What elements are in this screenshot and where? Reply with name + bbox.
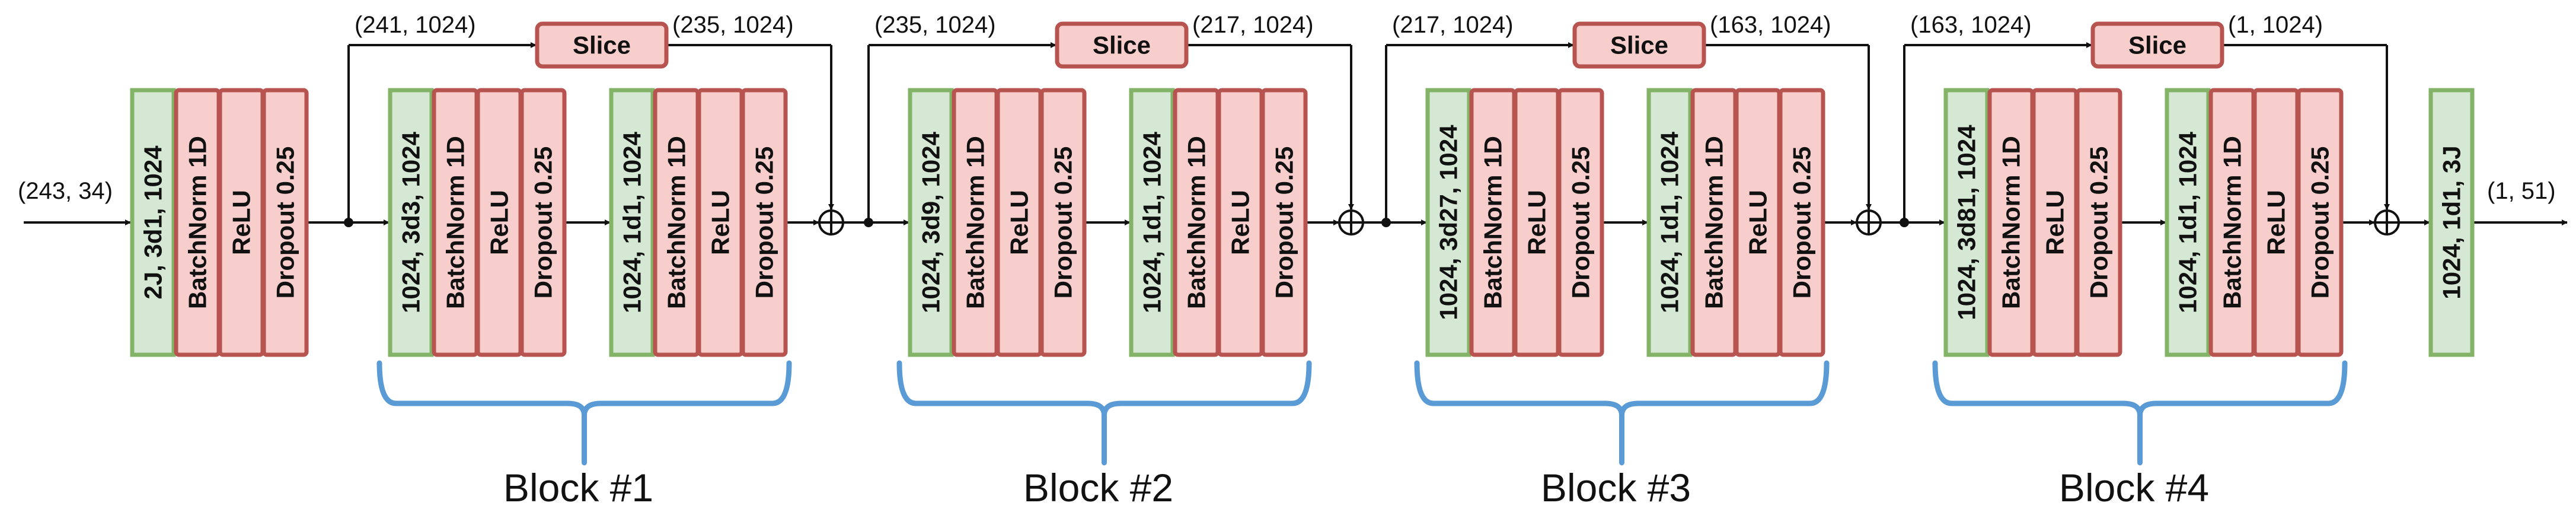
- block3-group2-op-label-1: ReLU: [1744, 190, 1772, 255]
- block4-bracket: [1932, 360, 2348, 466]
- block1-slice-in-shape: (241, 1024): [355, 12, 476, 38]
- block4-group1-conv-label: 1024, 3d81, 1024: [1953, 125, 1981, 320]
- output-shape-label: (1, 51): [2487, 178, 2556, 204]
- block2-group1-conv-box: [908, 88, 954, 357]
- block4-group1-op-label-2: Dropout 0.25: [2085, 147, 2113, 299]
- block4-label: Block #4: [2059, 466, 2209, 510]
- block1-group2-op-label-2: Dropout 0.25: [751, 147, 778, 299]
- block3-group1-conv-box: [1425, 88, 1471, 357]
- block3-group2-conv-box: [1646, 88, 1693, 357]
- block1-group1-op-box-2: [519, 88, 567, 357]
- block3-group1-op-label-1: ReLU: [1523, 190, 1551, 255]
- block4-group1-op-box-2: [2075, 88, 2122, 357]
- initial-op-label-2: Dropout 0.25: [272, 147, 299, 299]
- block2-group2-op-label-2: Dropout 0.25: [1271, 147, 1298, 299]
- block3-group2-op-label-0: BatchNorm 1D: [1700, 136, 1728, 309]
- initial-conv-label: 2J, 3d1, 1024: [139, 145, 167, 300]
- block1-bracket: [376, 360, 792, 466]
- block3-slice-label: Slice: [1610, 31, 1668, 59]
- block2-slice-label: Slice: [1093, 31, 1151, 59]
- block1-group1-conv-label: 1024, 3d3, 1024: [397, 131, 425, 313]
- block4-group2-op-label-1: ReLU: [2262, 190, 2290, 255]
- block1-group1-conv-box: [388, 88, 434, 357]
- block1-group1-op-label-1: ReLU: [486, 190, 513, 255]
- block1-group2-op-label-1: ReLU: [707, 190, 735, 255]
- initial-op-label-1: ReLU: [228, 190, 256, 255]
- block2-slice-out-shape: (217, 1024): [1192, 12, 1314, 38]
- initial-conv-box: [130, 88, 176, 357]
- block1-group1-op-label-0: BatchNorm 1D: [442, 136, 470, 309]
- block2-group1-conv-label: 1024, 3d9, 1024: [917, 131, 945, 313]
- block1-group2-conv-label: 1024, 1d1, 1024: [618, 131, 646, 313]
- block4-slice-box: [2090, 21, 2224, 69]
- final-conv-box: [2428, 88, 2475, 357]
- block2-bracket: [896, 360, 1312, 466]
- block4-group1-conv-box: [1943, 88, 1990, 357]
- block3-slice-in-shape: (217, 1024): [1392, 12, 1514, 38]
- block2-group2-op-label-0: BatchNorm 1D: [1183, 136, 1211, 309]
- block4-group2-op-box-2: [2296, 88, 2344, 357]
- block4-group2-op-label-0: BatchNorm 1D: [2219, 136, 2246, 309]
- block3-bracket: [1414, 360, 1830, 466]
- block3-group1-op-label-0: BatchNorm 1D: [1479, 136, 1507, 309]
- block1-group2-op-label-0: BatchNorm 1D: [663, 136, 691, 309]
- initial-op-box-2: [261, 88, 309, 357]
- initial-op-label-0: BatchNorm 1D: [184, 136, 212, 309]
- block2-group2-conv-label: 1024, 1d1, 1024: [1138, 131, 1166, 313]
- block3-group2-conv-label: 1024, 1d1, 1024: [1656, 131, 1684, 313]
- final-conv-label: 1024, 1d1, 3J: [2438, 145, 2466, 299]
- block4-group2-op-label-2: Dropout 0.25: [2306, 147, 2334, 299]
- block1-slice-box: [535, 21, 669, 69]
- block4-slice-in-shape: (163, 1024): [1910, 12, 2032, 38]
- block3-group1-op-label-2: Dropout 0.25: [1567, 147, 1595, 299]
- block2-group2-op-label-1: ReLU: [1227, 190, 1255, 255]
- block1-slice-label: Slice: [573, 31, 631, 59]
- block2-slice-in-shape: (235, 1024): [874, 12, 996, 38]
- block1-slice-out-shape: (235, 1024): [672, 12, 794, 38]
- block2-group1-op-label-2: Dropout 0.25: [1049, 147, 1077, 299]
- block4-group1-op-label-0: BatchNorm 1D: [1997, 136, 2025, 309]
- block4-group2-conv-label: 1024, 1d1, 1024: [2174, 131, 2202, 313]
- block3-slice-box: [1572, 21, 1706, 69]
- block2-group2-op-box-2: [1260, 88, 1308, 357]
- block3-slice-out-shape: (163, 1024): [1710, 12, 1831, 38]
- block2-group1-op-label-1: ReLU: [1005, 190, 1033, 255]
- block4-group1-op-label-1: ReLU: [2041, 190, 2069, 255]
- block3-group1-conv-label: 1024, 3d27, 1024: [1435, 125, 1463, 320]
- block1-group2-op-box-2: [740, 88, 788, 357]
- block4-slice-label: Slice: [2128, 31, 2186, 59]
- block1-group1-op-label-2: Dropout 0.25: [529, 147, 557, 299]
- block4-slice-out-shape: (1, 1024): [2228, 12, 2323, 38]
- input-shape-label: (243, 34): [18, 178, 113, 204]
- block2-slice-box: [1055, 21, 1189, 69]
- block1-label: Block #1: [503, 466, 653, 510]
- block2-label: Block #2: [1023, 466, 1173, 510]
- block4-group2-conv-box: [2165, 88, 2211, 357]
- block1-group2-conv-box: [609, 88, 655, 357]
- block2-group1-op-label-0: BatchNorm 1D: [962, 136, 989, 309]
- block3-label: Block #3: [1541, 466, 1691, 510]
- block3-group2-op-label-2: Dropout 0.25: [1788, 147, 1816, 299]
- block3-group1-op-box-2: [1557, 88, 1604, 357]
- block2-group2-conv-box: [1129, 88, 1175, 357]
- block2-group1-op-box-2: [1039, 88, 1087, 357]
- block3-group2-op-box-2: [1778, 88, 1825, 357]
